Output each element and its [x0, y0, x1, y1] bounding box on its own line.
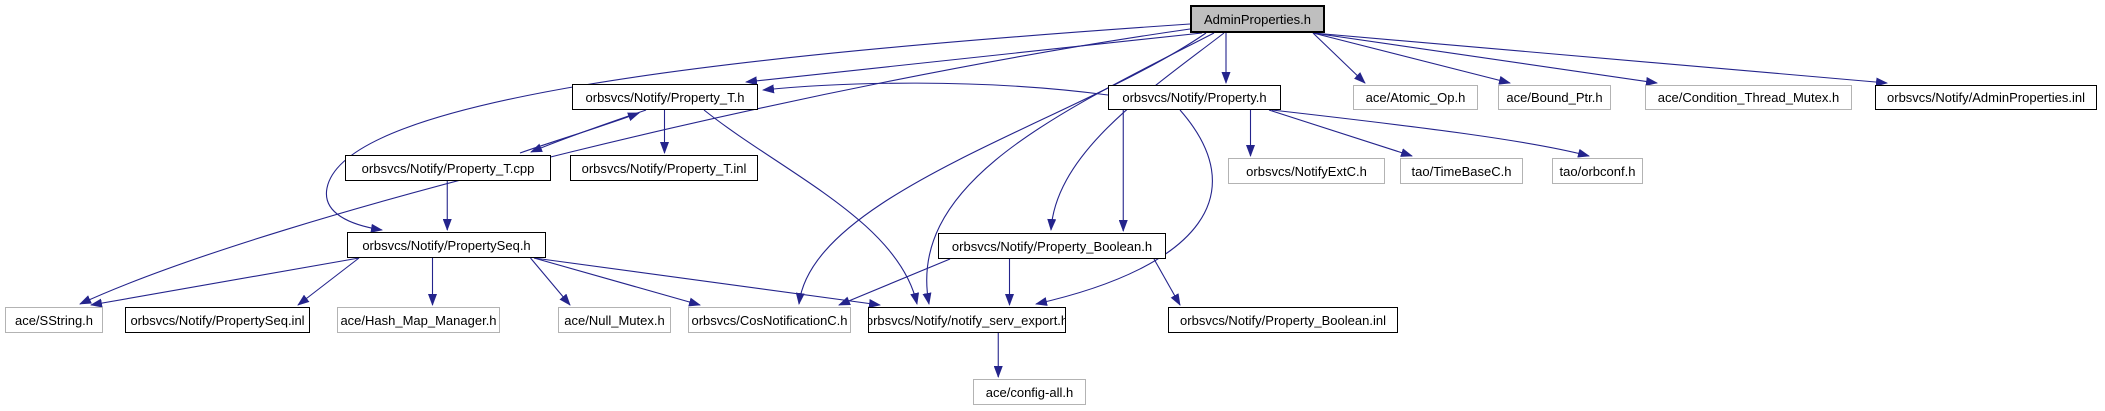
edge-adminproperties-h-to-orbsvcs-notify-propertyseq-h — [325, 23, 1191, 233]
edge-orbsvcs-notify-propertyseq-h-to-ace-sstring-h — [90, 257, 360, 308]
edge-adminproperties-h-to-orbsvcs-notify-property-boolean-h — [1047, 32, 1225, 231]
edge-adminproperties-h-to-ace-sstring-h — [79, 28, 1191, 305]
edge-adminproperties-h-to-ace-bound-ptr-h — [1312, 32, 1511, 85]
edge-adminproperties-h-to-ace-condition-thread-mutex-h — [1312, 32, 1658, 86]
edge-orbsvcs-notify-propertyseq-h-to-orbsvcs-notify-notify-serv-export-h — [533, 257, 881, 308]
edge-adminproperties-h-to-ace-atomic-op-h — [1312, 32, 1366, 84]
node-orbsvcs-notify-property-t-h[interactable]: orbsvcs/Notify/Property_T.h — [572, 84, 758, 110]
edge-orbsvcs-notify-propertyseq-h-to-ace-null-mutex-h — [530, 257, 571, 306]
edge-orbsvcs-notify-propertyseq-h-to-orbsvcs-notify-propertyseq-inl — [297, 257, 360, 306]
node-orbsvcs-notify-property-boolean-h[interactable]: orbsvcs/Notify/Property_Boolean.h — [938, 233, 1166, 259]
edge-orbsvcs-notify-property-t-cpp-to-orbsvcs-notify-property-t-h — [519, 112, 640, 154]
node-ace-condition-thread-mutex-h: ace/Condition_Thread_Mutex.h — [1645, 85, 1852, 110]
edge-orbsvcs-notify-property-h-to-orbsvcs-notify-notify-serv-export-h — [1035, 109, 1213, 306]
edge-orbsvcs-notify-property-boolean-h-to-orbsvcs-notify-property-boolean-inl — [1153, 258, 1181, 306]
node-adminproperties-h[interactable]: AdminProperties.h — [1190, 5, 1325, 33]
node-orbsvcs-notify-property-boolean-inl[interactable]: orbsvcs/Notify/Property_Boolean.inl — [1168, 307, 1398, 333]
node-tao-orbconf-h: tao/orbconf.h — [1552, 158, 1643, 184]
node-orbsvcs-notify-property-h[interactable]: orbsvcs/Notify/Property.h — [1108, 85, 1281, 110]
node-orbsvcs-notify-propertyseq-h[interactable]: orbsvcs/Notify/PropertySeq.h — [347, 232, 546, 258]
node-ace-bound-ptr-h: ace/Bound_Ptr.h — [1498, 85, 1611, 110]
node-orbsvcs-notify-adminproperties-inl[interactable]: orbsvcs/Notify/AdminProperties.inl — [1875, 85, 2097, 110]
node-tao-timebasec-h: tao/TimeBaseC.h — [1400, 158, 1523, 184]
edge-adminproperties-h-to-orbsvcs-notify-notify-serv-export-h — [922, 32, 1215, 305]
edge-orbsvcs-notify-property-h-to-tao-orbconf-h — [1271, 109, 1590, 158]
node-ace-sstring-h: ace/SString.h — [5, 307, 103, 333]
node-orbsvcs-cosnotificationc-h: orbsvcs/CosNotificationC.h — [688, 307, 851, 333]
node-ace-null-mutex-h: ace/Null_Mutex.h — [558, 307, 671, 333]
node-orbsvcs-notifyextc-h: orbsvcs/NotifyExtC.h — [1228, 158, 1385, 184]
node-orbsvcs-notify-propertyseq-inl[interactable]: orbsvcs/Notify/PropertySeq.inl — [125, 307, 310, 333]
edge-adminproperties-h-to-orbsvcs-cosnotificationc-h — [795, 32, 1207, 305]
node-orbsvcs-notify-property-t-inl[interactable]: orbsvcs/Notify/Property_T.inl — [570, 155, 758, 181]
node-ace-atomic-op-h: ace/Atomic_Op.h — [1353, 85, 1478, 110]
node-orbsvcs-notify-notify-serv-export-h[interactable]: orbsvcs/Notify/notify_serv_export.h — [868, 307, 1066, 333]
edge-orbsvcs-notify-propertyseq-h-to-orbsvcs-cosnotificationc-h — [533, 257, 701, 307]
edge-orbsvcs-notify-property-boolean-h-to-orbsvcs-cosnotificationc-h — [838, 258, 951, 306]
edge-adminproperties-h-to-orbsvcs-notify-adminproperties-inl — [1312, 32, 1888, 87]
node-ace-hash-map-manager-h: ace/Hash_Map_Manager.h — [337, 307, 500, 333]
edge-adminproperties-h-to-orbsvcs-notify-property-t-h — [745, 32, 1203, 86]
node-ace-config-all-h: ace/config-all.h — [973, 379, 1086, 405]
edge-orbsvcs-notify-property-t-h-to-orbsvcs-notify-notify-serv-export-h — [703, 109, 920, 305]
node-orbsvcs-notify-property-t-cpp[interactable]: orbsvcs/Notify/Property_T.cpp — [345, 155, 551, 181]
edge-orbsvcs-notify-property-h-to-orbsvcs-notify-property-t-h — [762, 82, 1109, 96]
edge-orbsvcs-notify-property-h-to-tao-timebasec-h — [1268, 109, 1413, 157]
